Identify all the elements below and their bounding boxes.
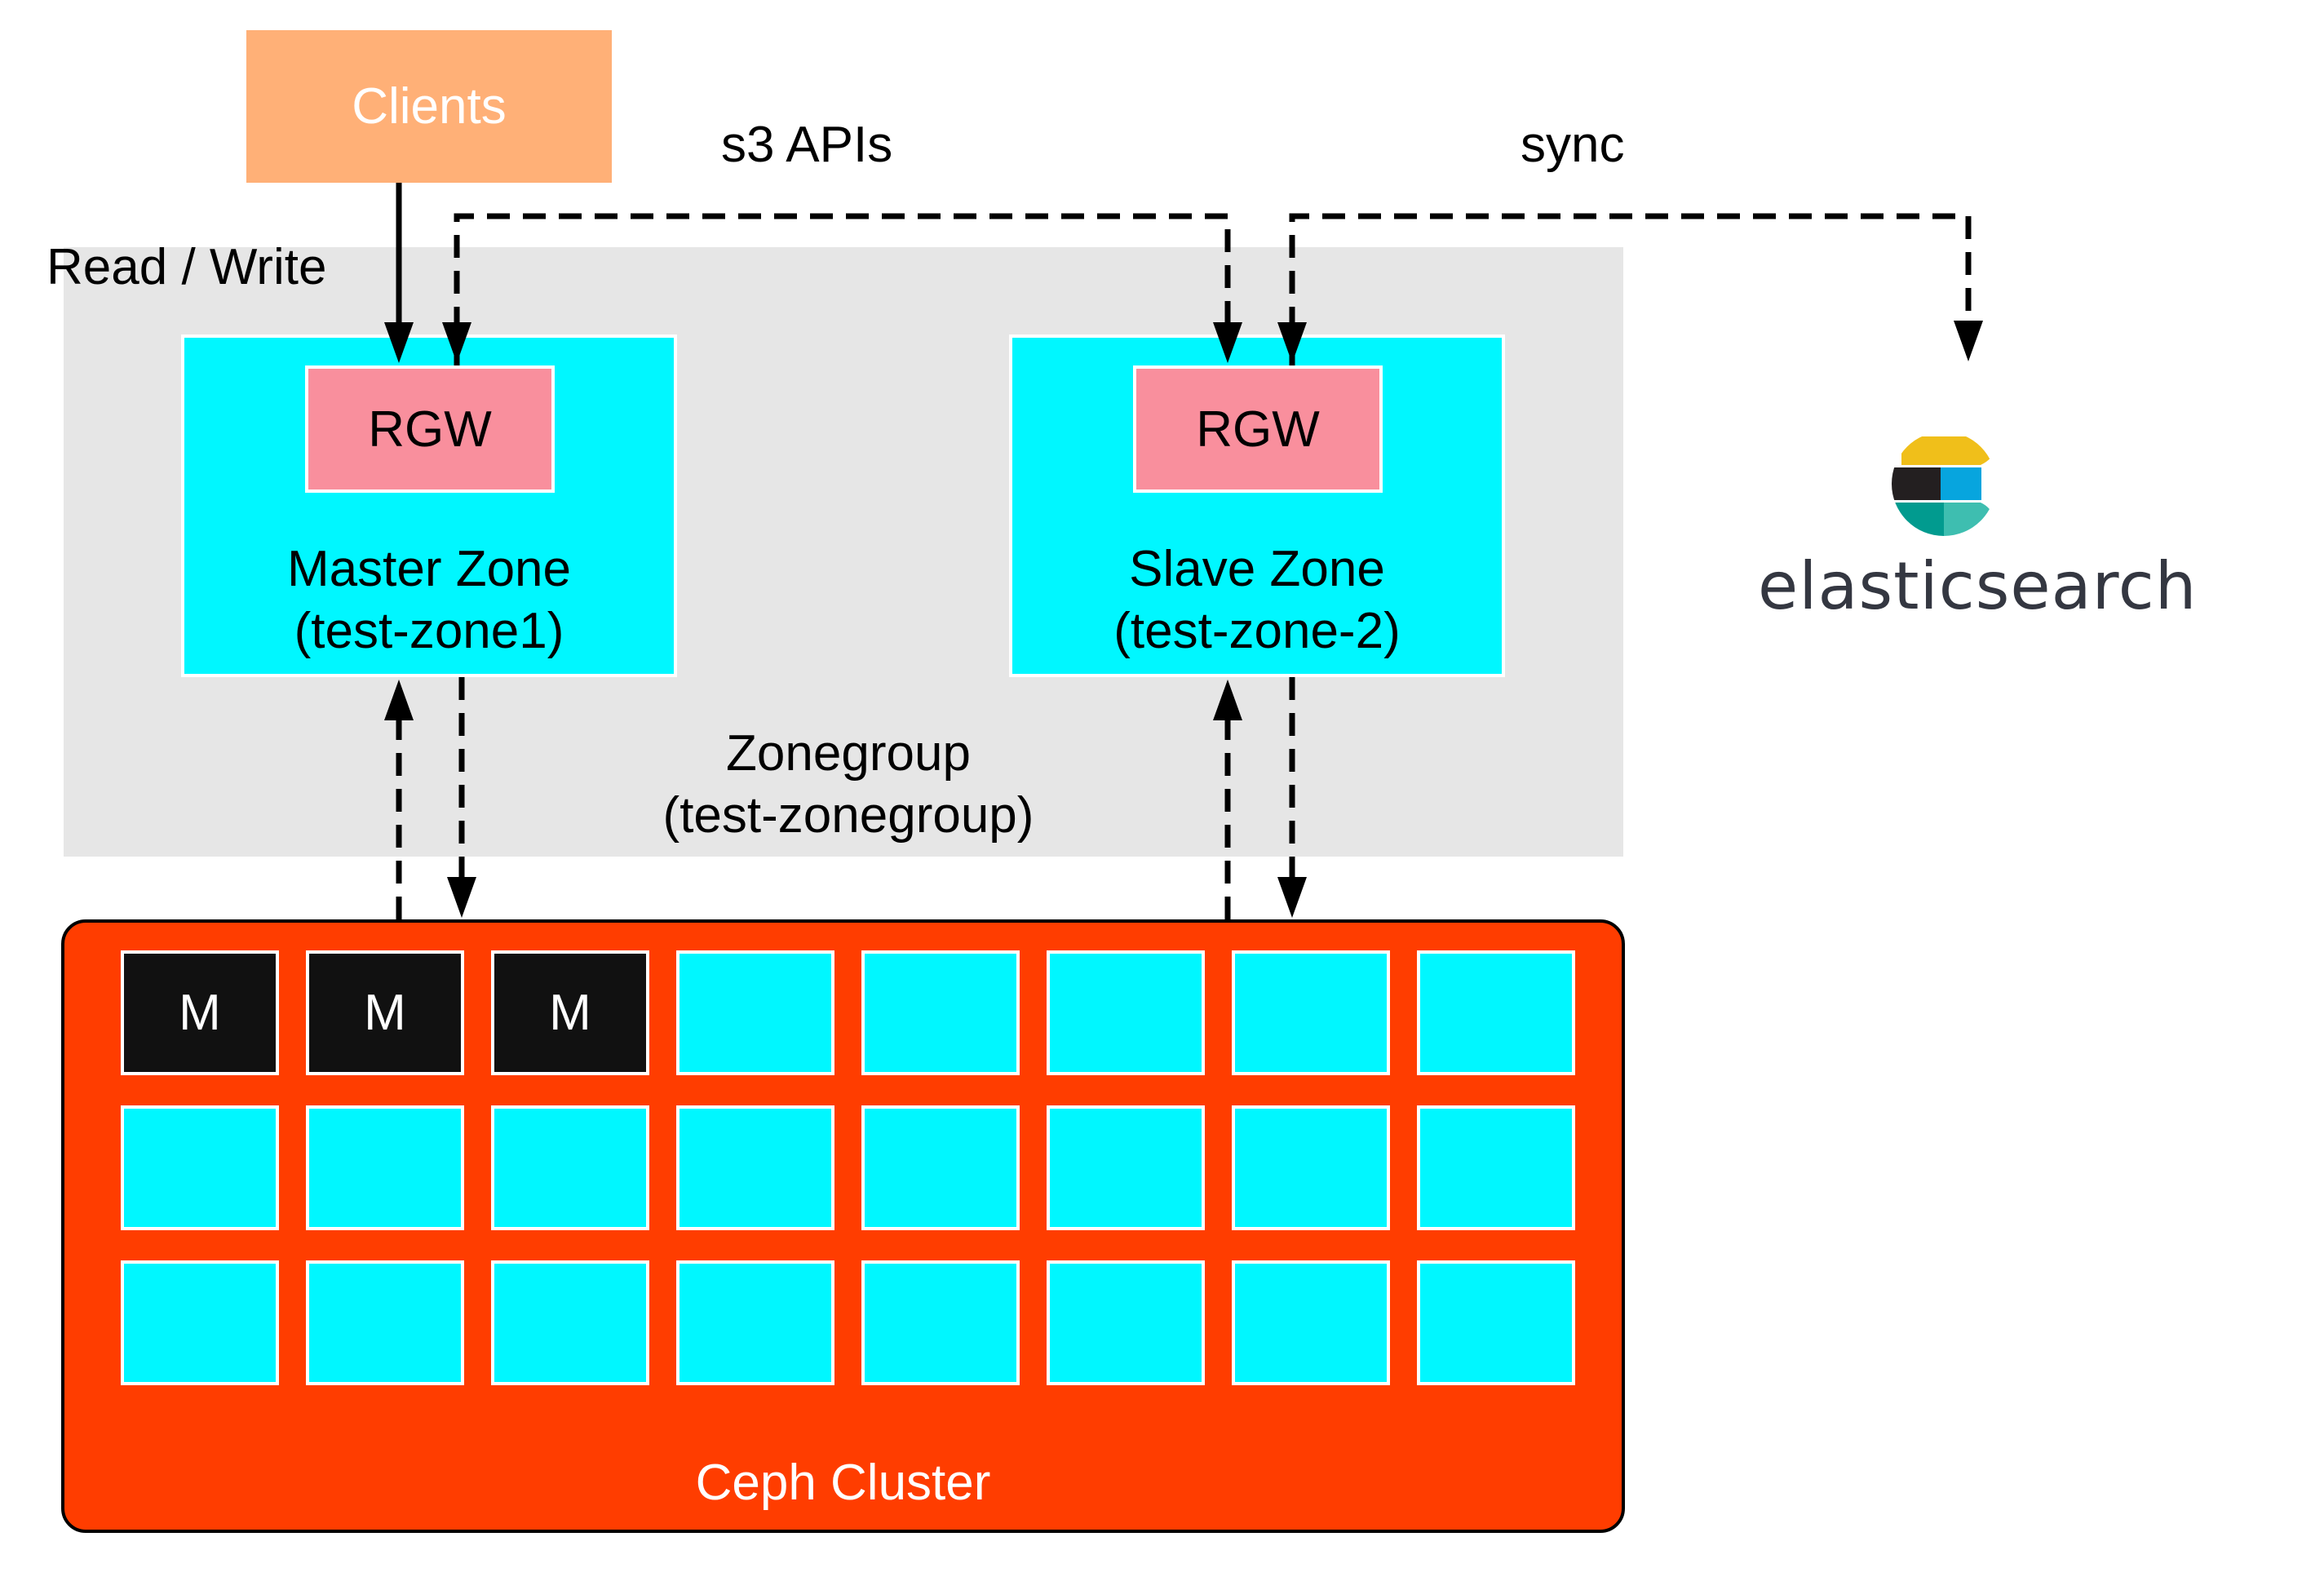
osd-node <box>1417 1105 1575 1230</box>
osd-node <box>1417 1260 1575 1385</box>
osd-node <box>491 1105 649 1230</box>
osd-node <box>1047 1105 1205 1230</box>
master-zone-id: (test-zone1) <box>294 603 564 659</box>
es-logo-top-segment <box>1901 436 1996 465</box>
arrowhead-s3-slave <box>1213 322 1242 363</box>
slave-zone-box <box>1009 334 1505 677</box>
slave-rgw-label: RGW <box>1196 401 1320 458</box>
osd-node <box>1232 1105 1390 1230</box>
osd-node <box>1047 1260 1205 1385</box>
arrowhead-s3-master <box>442 322 471 363</box>
osd-node <box>306 1105 464 1230</box>
master-rgw-box: RGW <box>305 365 555 493</box>
arrowhead-sync-slave <box>1277 322 1307 363</box>
es-logo-middle-left-segment <box>1892 467 1941 500</box>
osd-node <box>676 1260 834 1385</box>
slave-rgw-box: RGW <box>1133 365 1383 493</box>
es-logo-middle-right-segment <box>1941 467 1981 500</box>
arrowhead-slave-up <box>1213 680 1242 720</box>
read-write-label: Read / Write <box>46 239 327 295</box>
arrowhead-master-down <box>447 877 476 918</box>
ceph-cluster-label: Ceph Cluster <box>695 1455 991 1511</box>
arrowhead-master-up <box>384 680 414 720</box>
zonegroup-name: Zonegroup <box>726 725 971 782</box>
osd-node <box>861 950 1020 1075</box>
osd-node <box>121 1105 279 1230</box>
osd-node <box>1417 950 1575 1075</box>
master-rgw-label: RGW <box>368 401 492 458</box>
arrowhead-slave-down <box>1277 877 1307 918</box>
osd-node <box>861 1260 1020 1385</box>
master-zone-name: Master Zone <box>286 541 572 597</box>
arrowhead-read-write <box>384 322 414 363</box>
elasticsearch-label: elasticsearch <box>1758 548 2198 624</box>
osd-node <box>1047 950 1205 1075</box>
osd-node <box>491 1260 649 1385</box>
osd-node <box>1232 950 1390 1075</box>
monitor-node: M <box>306 950 464 1075</box>
zonegroup-id: (test-zonegroup) <box>662 787 1034 844</box>
osd-node <box>676 950 834 1075</box>
s3-apis-connector <box>454 213 1231 365</box>
osd-node <box>861 1105 1020 1230</box>
osd-node <box>121 1260 279 1385</box>
clients-label: Clients <box>352 78 507 135</box>
osd-node <box>1232 1260 1390 1385</box>
arrowhead-sync-elasticsearch <box>1954 321 1983 361</box>
monitor-node: M <box>121 950 279 1075</box>
sync-label: sync <box>1521 117 1625 173</box>
sync-connector <box>1289 213 1972 365</box>
slave-zone-name: Slave Zone <box>1129 541 1385 597</box>
slave-zone-id: (test-zone-2) <box>1113 603 1401 659</box>
monitor-node: M <box>491 950 649 1075</box>
s3-apis-label: s3 APIs <box>721 117 893 173</box>
osd-node <box>306 1260 464 1385</box>
clients-box: Clients <box>246 30 612 183</box>
osd-node <box>676 1105 834 1230</box>
